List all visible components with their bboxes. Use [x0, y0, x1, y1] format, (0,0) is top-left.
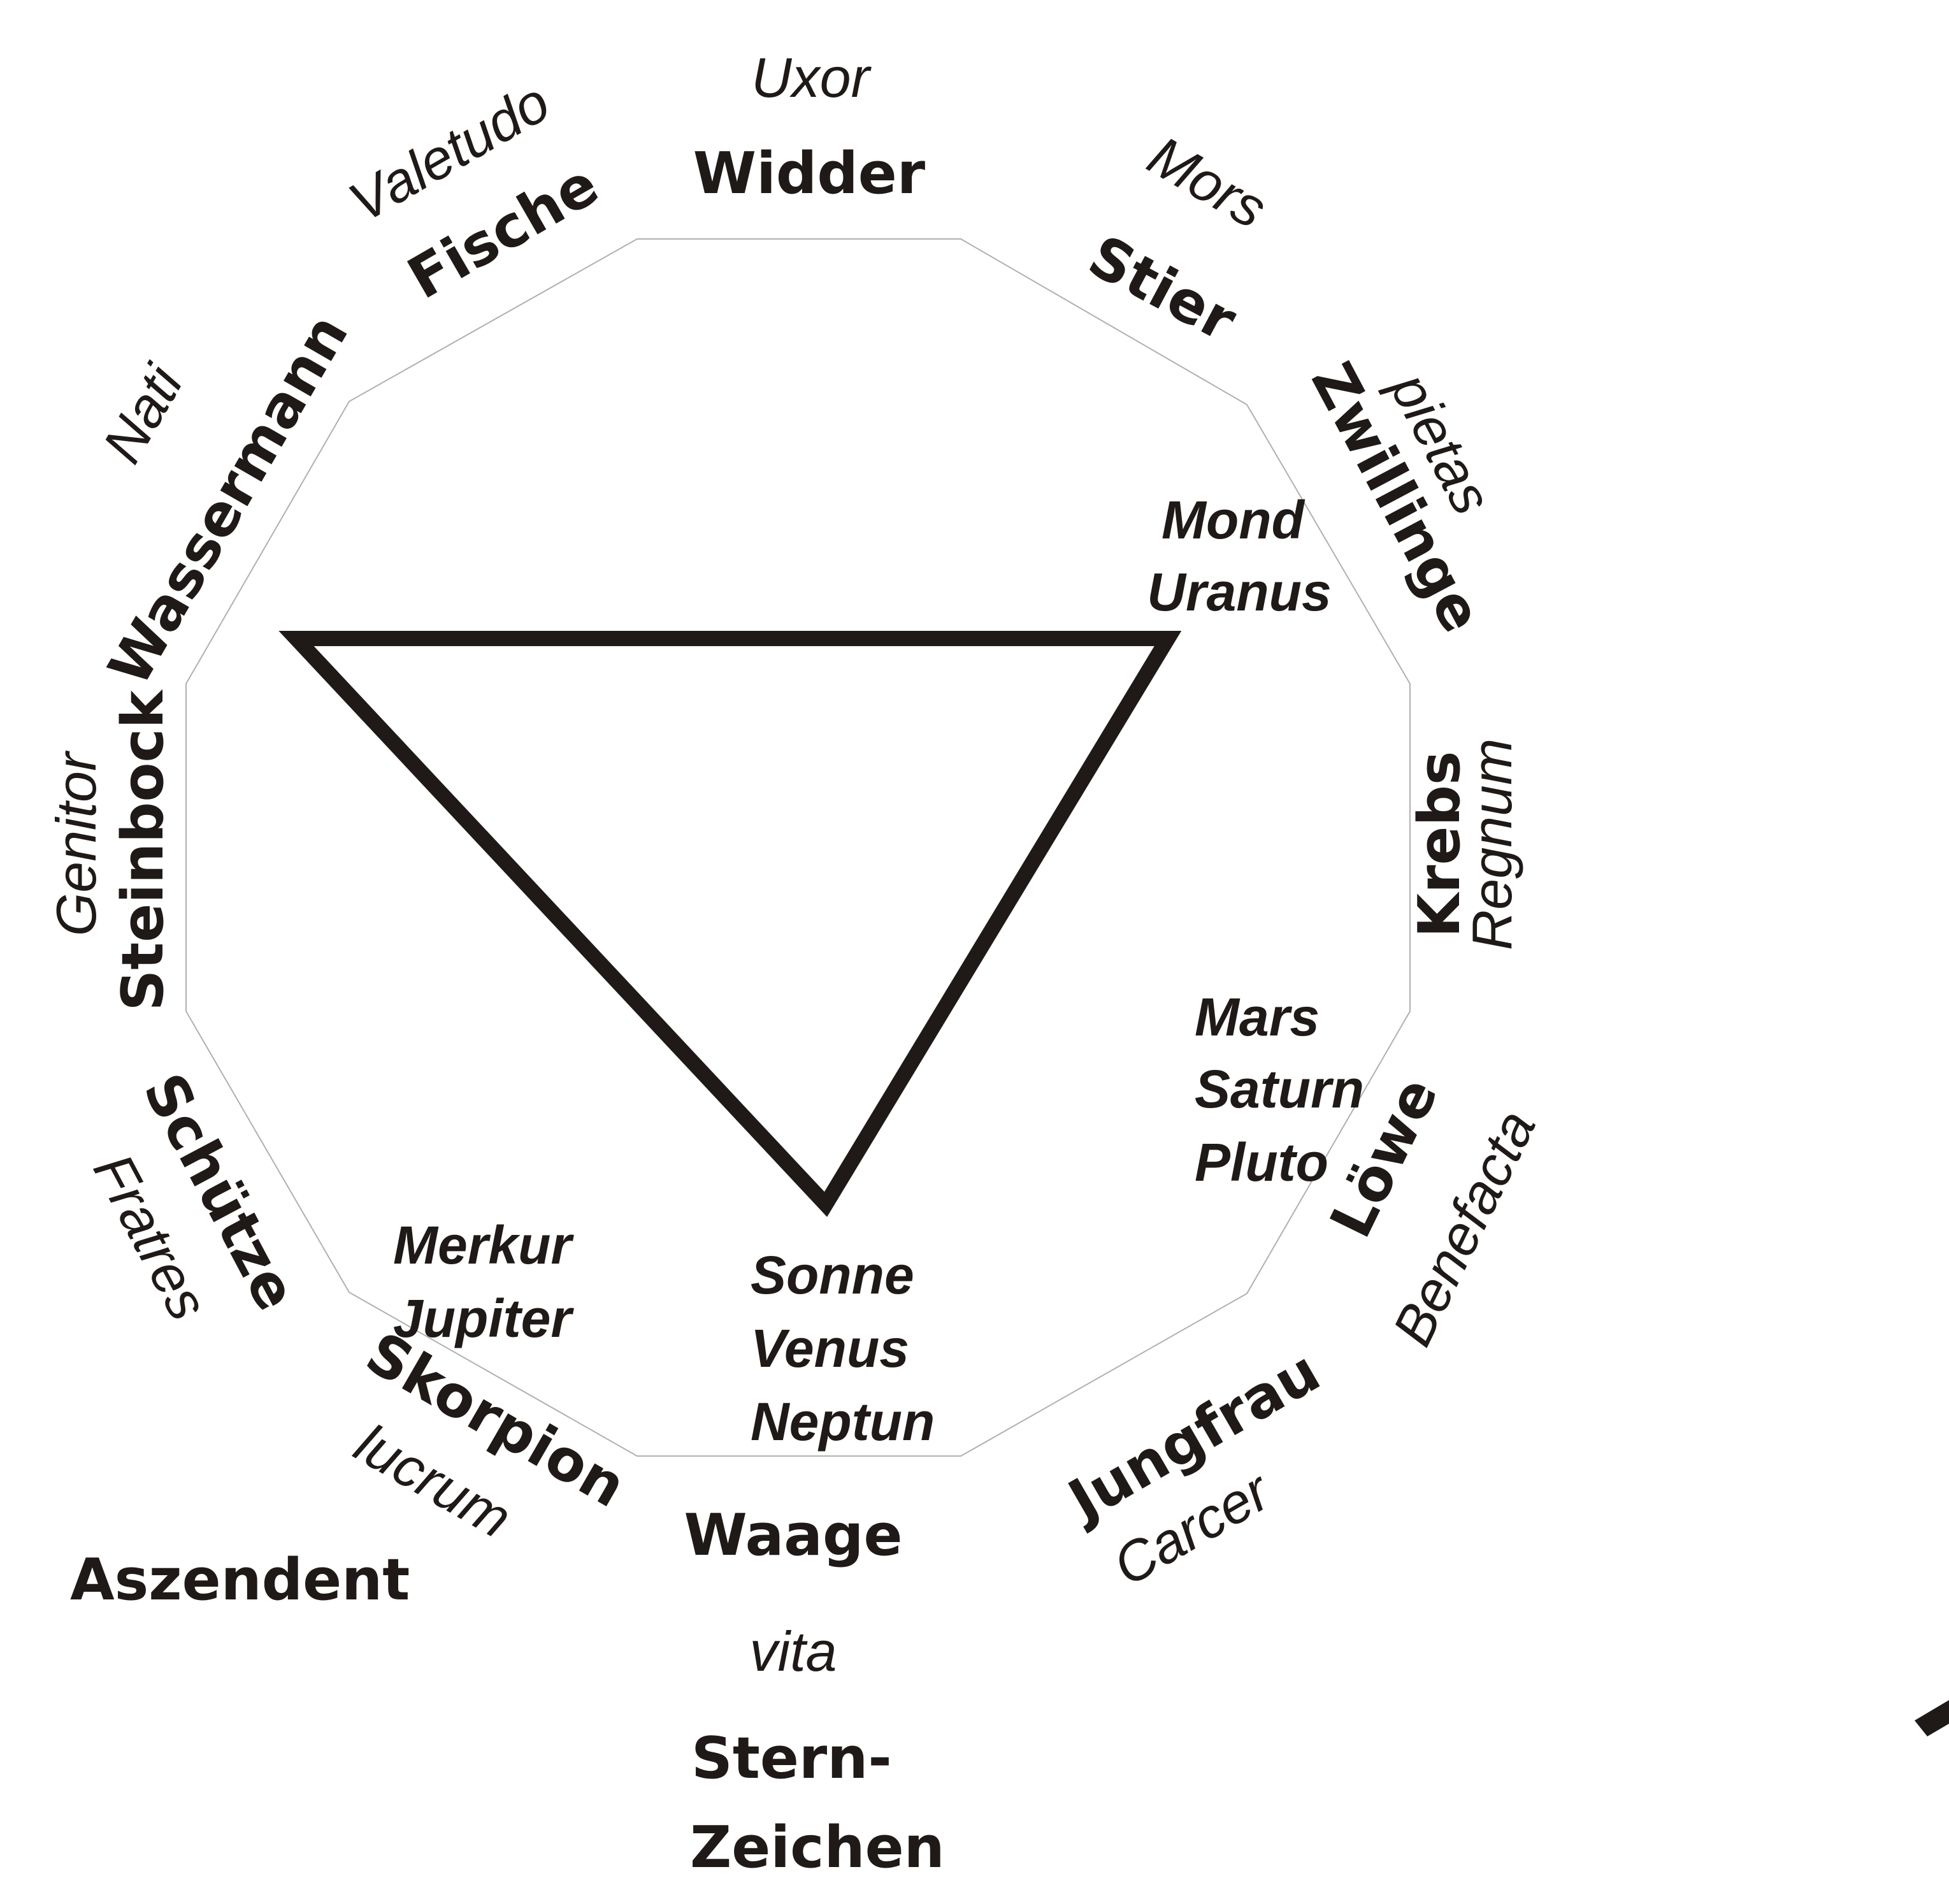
- caption-aszendent: Aszendent: [70, 1547, 410, 1613]
- planet-mars: Mars: [1195, 987, 1320, 1047]
- planet-group-sonne-venus-neptun: Sonne Venus Neptun: [751, 1245, 935, 1452]
- house-vita: vita: [750, 1620, 837, 1683]
- inverted-triangle: [278, 631, 1182, 1217]
- planet-pluto: Pluto: [1195, 1132, 1328, 1192]
- sign-widder: Widder: [693, 140, 926, 207]
- planet-merkur: Merkur: [393, 1215, 574, 1275]
- sign-steinbock: Steinbock: [110, 689, 176, 1011]
- planet-venus: Venus: [751, 1318, 909, 1378]
- planet-group-mond-uranus: Mond Uranus: [1147, 490, 1331, 622]
- house-uxor: Uxor: [751, 46, 872, 109]
- planet-sonne: Sonne: [751, 1245, 914, 1305]
- house-genitor: Genitor: [45, 750, 108, 936]
- planet-group-merkur-jupiter: Merkur Jupiter: [393, 1215, 574, 1348]
- planet-neptun: Neptun: [751, 1392, 935, 1452]
- dodecagon-outline: [185, 238, 1411, 1457]
- planet-group-mars-saturn-pluto: Mars Saturn Pluto: [1195, 987, 1364, 1192]
- house-nati: Nati: [90, 354, 196, 473]
- planet-mond: Mond: [1161, 490, 1305, 550]
- sign-stier: Stier: [1078, 222, 1247, 355]
- caption-sternzeichen-line1: Stern-: [691, 1725, 892, 1792]
- planet-jupiter: Jupiter: [393, 1288, 574, 1348]
- edge-mark: [1915, 1700, 1949, 1736]
- caption-sternzeichen-line2: Zeichen: [690, 1814, 945, 1881]
- planet-saturn: Saturn: [1195, 1059, 1364, 1119]
- house-mors: Mors: [1138, 124, 1277, 241]
- house-regnum: Regnum: [1460, 739, 1523, 951]
- planet-uranus: Uranus: [1147, 562, 1331, 622]
- sign-waage: Waage: [684, 1502, 903, 1569]
- sign-krebs: Krebs: [1406, 751, 1473, 937]
